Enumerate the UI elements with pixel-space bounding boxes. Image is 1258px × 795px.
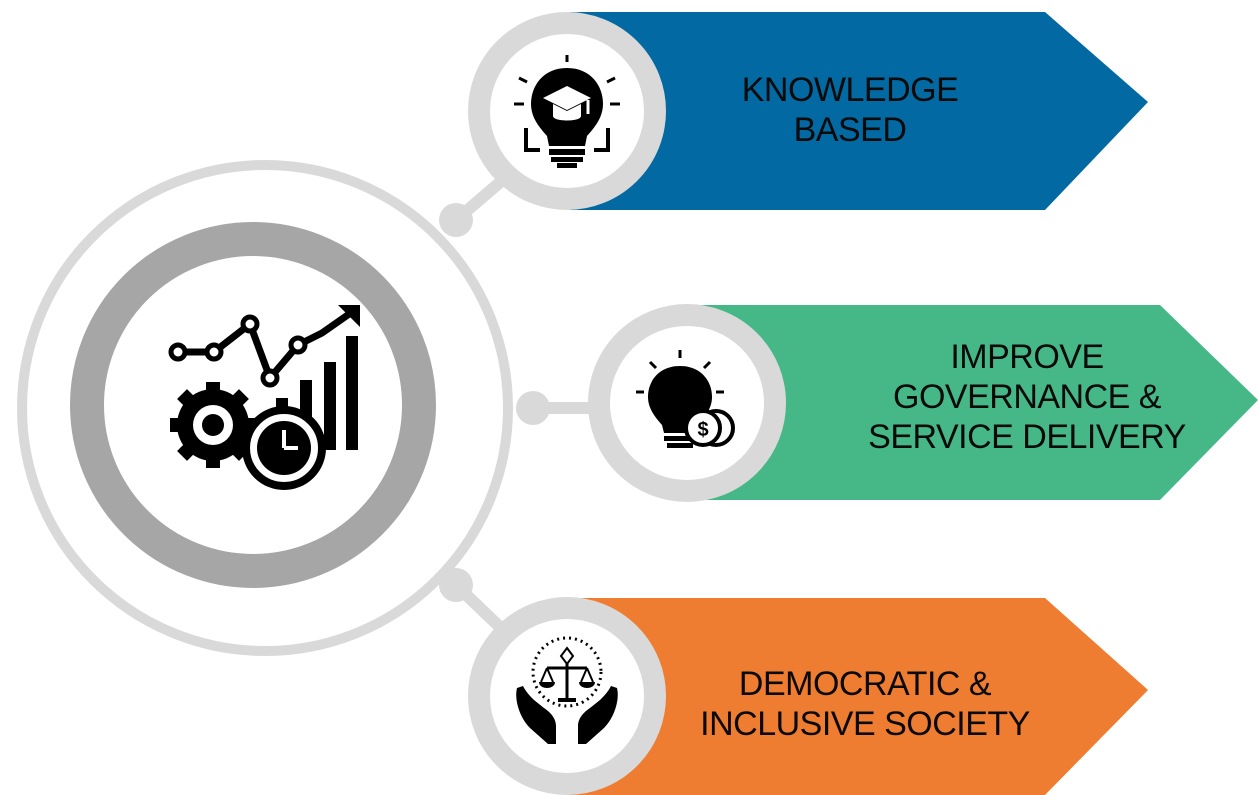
banner-governance bbox=[700, 305, 1258, 500]
connector-dot-democratic bbox=[439, 568, 473, 602]
lightbulb-coins-icon: $ bbox=[636, 350, 735, 448]
connector-dot-knowledge bbox=[439, 203, 473, 237]
label-knowledge-line-1: KNOWLEDGE bbox=[741, 71, 959, 109]
svg-text:$: $ bbox=[697, 419, 708, 441]
banner-knowledge bbox=[570, 12, 1148, 210]
label-governance-line-1: IMPROVE bbox=[950, 338, 1104, 376]
label-knowledge: KNOWLEDGE BASED bbox=[700, 70, 1000, 150]
label-governance-line-2: GOVERNANCE & bbox=[893, 378, 1161, 416]
label-democratic: DEMOCRATIC & INCLUSIVE SOCIETY bbox=[690, 664, 1040, 744]
hands-scales-icon bbox=[516, 636, 618, 744]
banner-democratic bbox=[570, 598, 1148, 795]
growth-chart-gear-clock-icon bbox=[168, 305, 360, 490]
label-democratic-line-2: INCLUSIVE SOCIETY bbox=[700, 705, 1030, 743]
outer-ring bbox=[17, 160, 513, 656]
label-knowledge-line-2: BASED bbox=[793, 111, 907, 149]
label-democratic-line-1: DEMOCRATIC & bbox=[738, 665, 992, 703]
connector-dot-governance bbox=[516, 391, 550, 425]
center-ring bbox=[70, 222, 436, 588]
label-governance: IMPROVE GOVERNANCE & SERVICE DELIVERY bbox=[866, 337, 1188, 457]
lightbulb-graduation-cap-icon bbox=[514, 55, 620, 168]
label-governance-line-3: SERVICE DELIVERY bbox=[868, 418, 1186, 456]
